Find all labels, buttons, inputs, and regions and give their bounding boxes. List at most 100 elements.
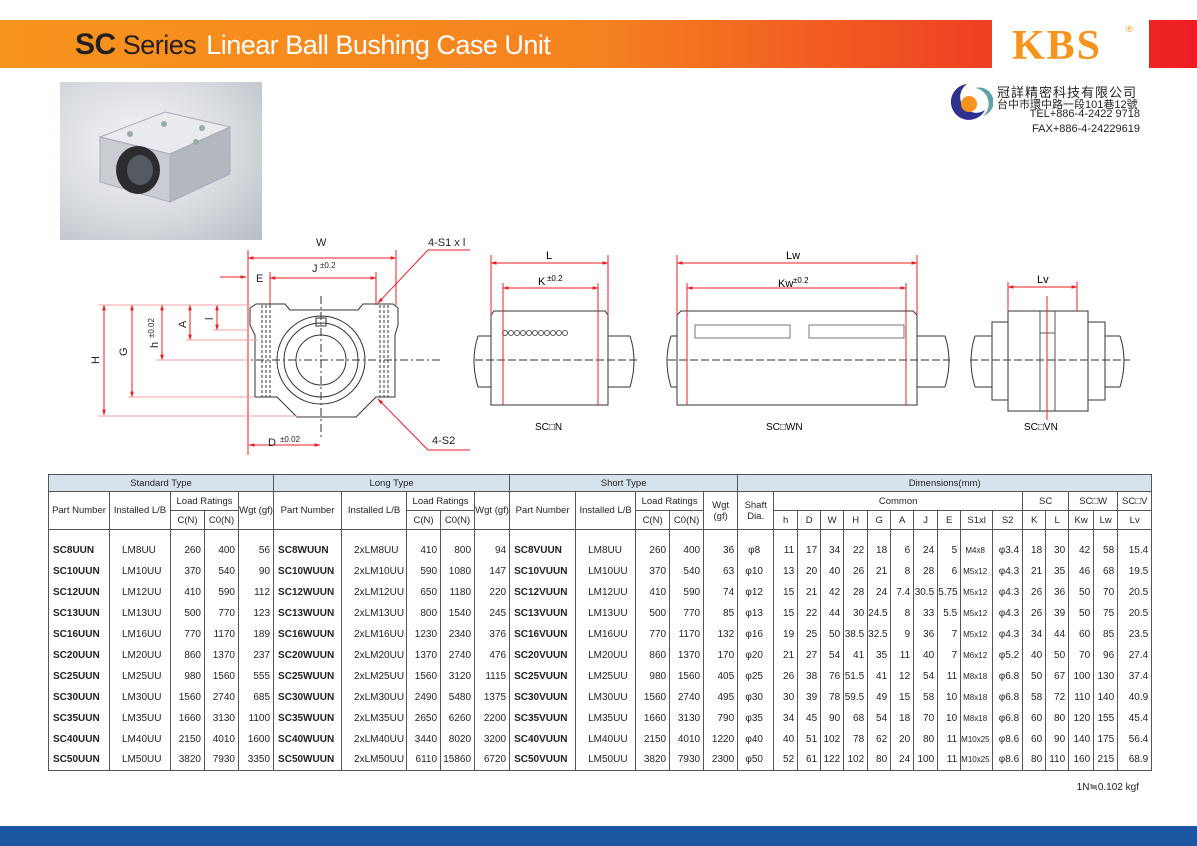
dim-lv: 20.5: [1117, 602, 1153, 624]
std-part-number: SC50UUN: [48, 749, 110, 771]
series-code: SC: [75, 28, 116, 61]
long-installed-lb: 2xLM20UU: [341, 644, 408, 666]
std-installed-lb: LM8UU: [109, 539, 171, 561]
standard-c0-header: C0(N): [204, 510, 239, 530]
long-part-number-header: Part Number: [273, 491, 343, 530]
dim-j: 28: [913, 560, 939, 582]
dim-label-l-len: L: [546, 250, 552, 262]
dim-s1xl: M8x18: [960, 665, 994, 687]
std-installed-lb: LM40UU: [109, 728, 171, 750]
long-weight: 1115: [474, 665, 511, 687]
long-installed-lb: 2xLM40UU: [341, 728, 408, 750]
dim-lv: 20.5: [1117, 581, 1153, 603]
dim-w: 76: [820, 665, 845, 687]
std-installed-lb: LM12UU: [109, 581, 171, 603]
dim-lv: 56.4: [1117, 728, 1153, 750]
std-weight: 685: [237, 686, 275, 708]
dim-j: 30.5: [913, 581, 939, 603]
long-installed-lb: 2xLM25UU: [341, 665, 408, 687]
short-part-number: SC8VUUN: [509, 539, 577, 561]
dim-header-kw: Kw: [1068, 510, 1095, 530]
std-installed-lb: LM20UU: [109, 644, 171, 666]
short-part-number: SC30VUUN: [509, 686, 577, 708]
std-load-c: 370: [170, 560, 205, 582]
std-weight: 112: [237, 581, 275, 603]
short-load-c0: 590: [669, 581, 705, 603]
company-info: 冠詳精密科技有限公司 台中市環中路一段101巷12號 TEL+886-4-242…: [945, 80, 1145, 140]
dim-k: 60: [1022, 728, 1047, 750]
std-installed-lb: LM30UU: [109, 686, 171, 708]
spacer-cell: [913, 529, 939, 540]
std-load-c0: 7930: [204, 749, 239, 771]
long-installed-lb: 2xLM35UU: [341, 707, 408, 729]
std-installed-lb: LM50UU: [109, 749, 171, 771]
spacer-cell: [1093, 529, 1119, 540]
spacer-cell: [1045, 529, 1070, 540]
short-load-c: 2150: [635, 728, 671, 750]
dim-g: 41: [867, 665, 892, 687]
shaft-dia: φ30: [737, 686, 775, 708]
dim-header-s2: S2: [992, 510, 1024, 530]
dim-h: 13: [773, 560, 799, 582]
dim-s1xl: M5x12: [960, 623, 994, 645]
registered-mark: ®: [1126, 24, 1133, 34]
long-c0-header: C0(N): [440, 510, 476, 530]
dim-h: 30: [843, 602, 869, 624]
group-dimensions: Dimensions(mm): [737, 474, 1153, 492]
long-installed-lb: 2xLM50UU: [341, 749, 408, 771]
dim-lv: 19.5: [1117, 560, 1153, 582]
dim-h: 26: [843, 560, 869, 582]
dim-label-e: E: [256, 273, 263, 285]
group-standard-type: Standard Type: [47, 474, 275, 492]
std-part-number: SC20UUN: [48, 644, 110, 666]
dim-label-kw-tol: ±0.2: [793, 276, 809, 285]
short-load-c: 500: [635, 602, 671, 624]
long-load-c: 650: [406, 581, 442, 603]
std-load-c: 1660: [170, 707, 205, 729]
dim-s1xl: M10x25: [960, 728, 994, 750]
dim-l: 110: [1045, 749, 1070, 771]
standard-part-number-header: Part Number: [48, 491, 110, 530]
dim-kw: 42: [1068, 539, 1095, 561]
short-load-c0: 770: [669, 602, 705, 624]
spacer-cell: [703, 529, 739, 540]
dim-h: 15: [773, 581, 799, 603]
short-load-c: 1560: [635, 686, 671, 708]
dim-d: 25: [797, 623, 822, 645]
dim-a: 18: [890, 707, 915, 729]
short-part-number: SC50VUUN: [509, 749, 577, 771]
dim-k: 26: [1022, 602, 1047, 624]
long-installed-lb: 2xLM13UU: [341, 602, 408, 624]
dim-j: 40: [913, 644, 939, 666]
dim-header-l: L: [1045, 510, 1070, 530]
caption-sc-n: SC□N: [535, 422, 562, 433]
std-load-c0: 1370: [204, 644, 239, 666]
long-installed-lb: 2xLM12UU: [341, 581, 408, 603]
std-weight: 237: [237, 644, 275, 666]
front-view-drawing: [160, 296, 440, 440]
std-part-number: SC8UUN: [48, 539, 110, 561]
std-part-number: SC13UUN: [48, 602, 110, 624]
short-load-c0: 2740: [669, 686, 705, 708]
std-load-c0: 4010: [204, 728, 239, 750]
caption-sc-vn: SC□VN: [1024, 422, 1058, 433]
dim-label-lv: Lv: [1037, 274, 1049, 286]
long-part-number: SC50WUUN: [273, 749, 343, 771]
short-load-c: 3820: [635, 749, 671, 771]
dim-s1xl: M5x12: [960, 602, 994, 624]
dim-e: 7: [937, 623, 962, 645]
caption-sc-wn: SC□WN: [766, 422, 803, 433]
dim-h: 41: [843, 644, 869, 666]
dim-w: 122: [820, 749, 845, 771]
std-installed-lb: LM16UU: [109, 623, 171, 645]
std-part-number: SC30UUN: [48, 686, 110, 708]
long-weight: 1375: [474, 686, 511, 708]
long-load-c: 1230: [406, 623, 442, 645]
dim-h: 30: [773, 686, 799, 708]
short-weight: 1220: [703, 728, 739, 750]
std-load-c0: 770: [204, 602, 239, 624]
short-installed-lb: LM30UU: [575, 686, 637, 708]
dim-h: 78: [843, 728, 869, 750]
